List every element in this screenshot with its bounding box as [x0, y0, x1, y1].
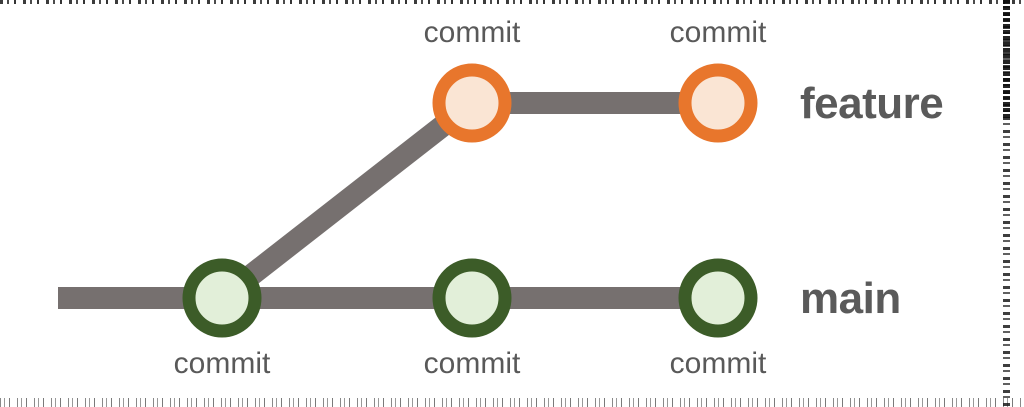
commit-label-feature-1: commit — [423, 16, 521, 49]
commit-node-feature-2[interactable] — [678, 63, 758, 143]
connectors — [58, 92, 745, 309]
commit-label-main-1: commit — [173, 347, 271, 380]
branch-label-main: main — [800, 274, 901, 323]
commit-label-main-2: commit — [423, 347, 521, 380]
commit-node-main-3[interactable] — [678, 258, 758, 338]
commit-node-feature-1[interactable] — [432, 63, 512, 143]
commit-node-main-1[interactable] — [182, 258, 262, 338]
connector-branch-off — [215, 94, 479, 307]
branch-label-feature: feature — [800, 79, 944, 128]
commit-label-feature-2: commit — [669, 16, 767, 49]
commit-label-main-3: commit — [669, 347, 767, 380]
main-commit-nodes — [182, 258, 758, 338]
commit-node-main-2[interactable] — [432, 258, 512, 338]
feature-commit-nodes — [432, 63, 758, 143]
